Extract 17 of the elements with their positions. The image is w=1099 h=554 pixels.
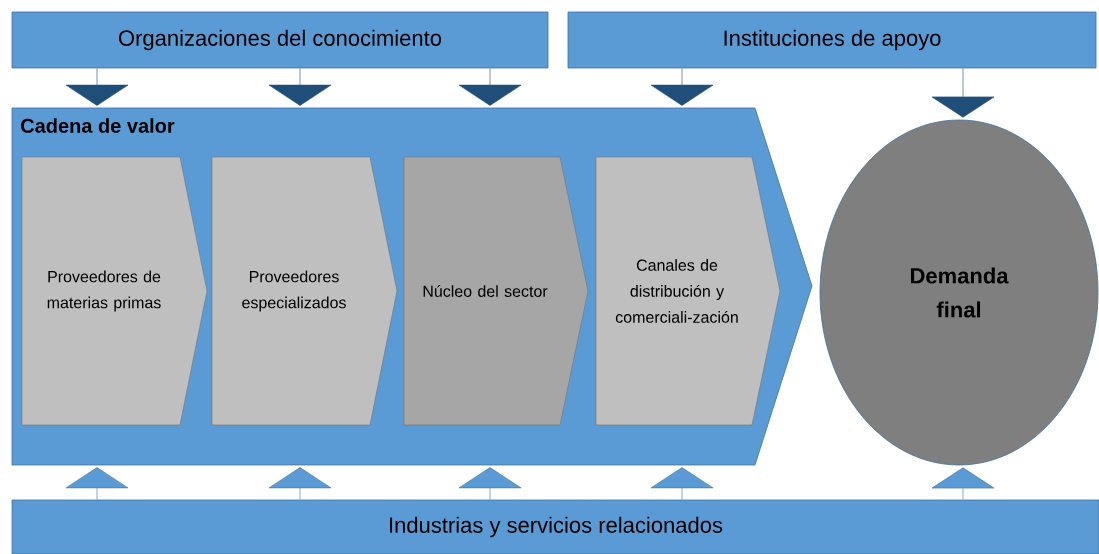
chevron-arrow [650, 68, 714, 106]
band-box: Industrias y servicios relacionados [11, 499, 1099, 554]
chevron-arrow [458, 467, 522, 500]
chevron-box: Proveedores de materias primas [21, 156, 208, 426]
chevron-arrow [931, 68, 995, 118]
chevron-arrow [65, 68, 129, 106]
chevron-box: Proveedores especializados [211, 156, 398, 426]
chevron-arrow [650, 467, 714, 500]
band-box: Organizaciones del conocimiento [11, 11, 549, 69]
band-box: Instituciones de apoyo [567, 11, 1097, 69]
chevron-arrow [458, 68, 522, 106]
chevron-box: Núcleo del sector [403, 156, 589, 426]
chevron-box: Canales de distribución y comerciali-zación [595, 156, 781, 426]
chevron-arrow [65, 467, 129, 500]
chevron-arrow [931, 467, 995, 500]
chevron-arrow [268, 68, 332, 106]
chevron-arrow [268, 467, 332, 500]
